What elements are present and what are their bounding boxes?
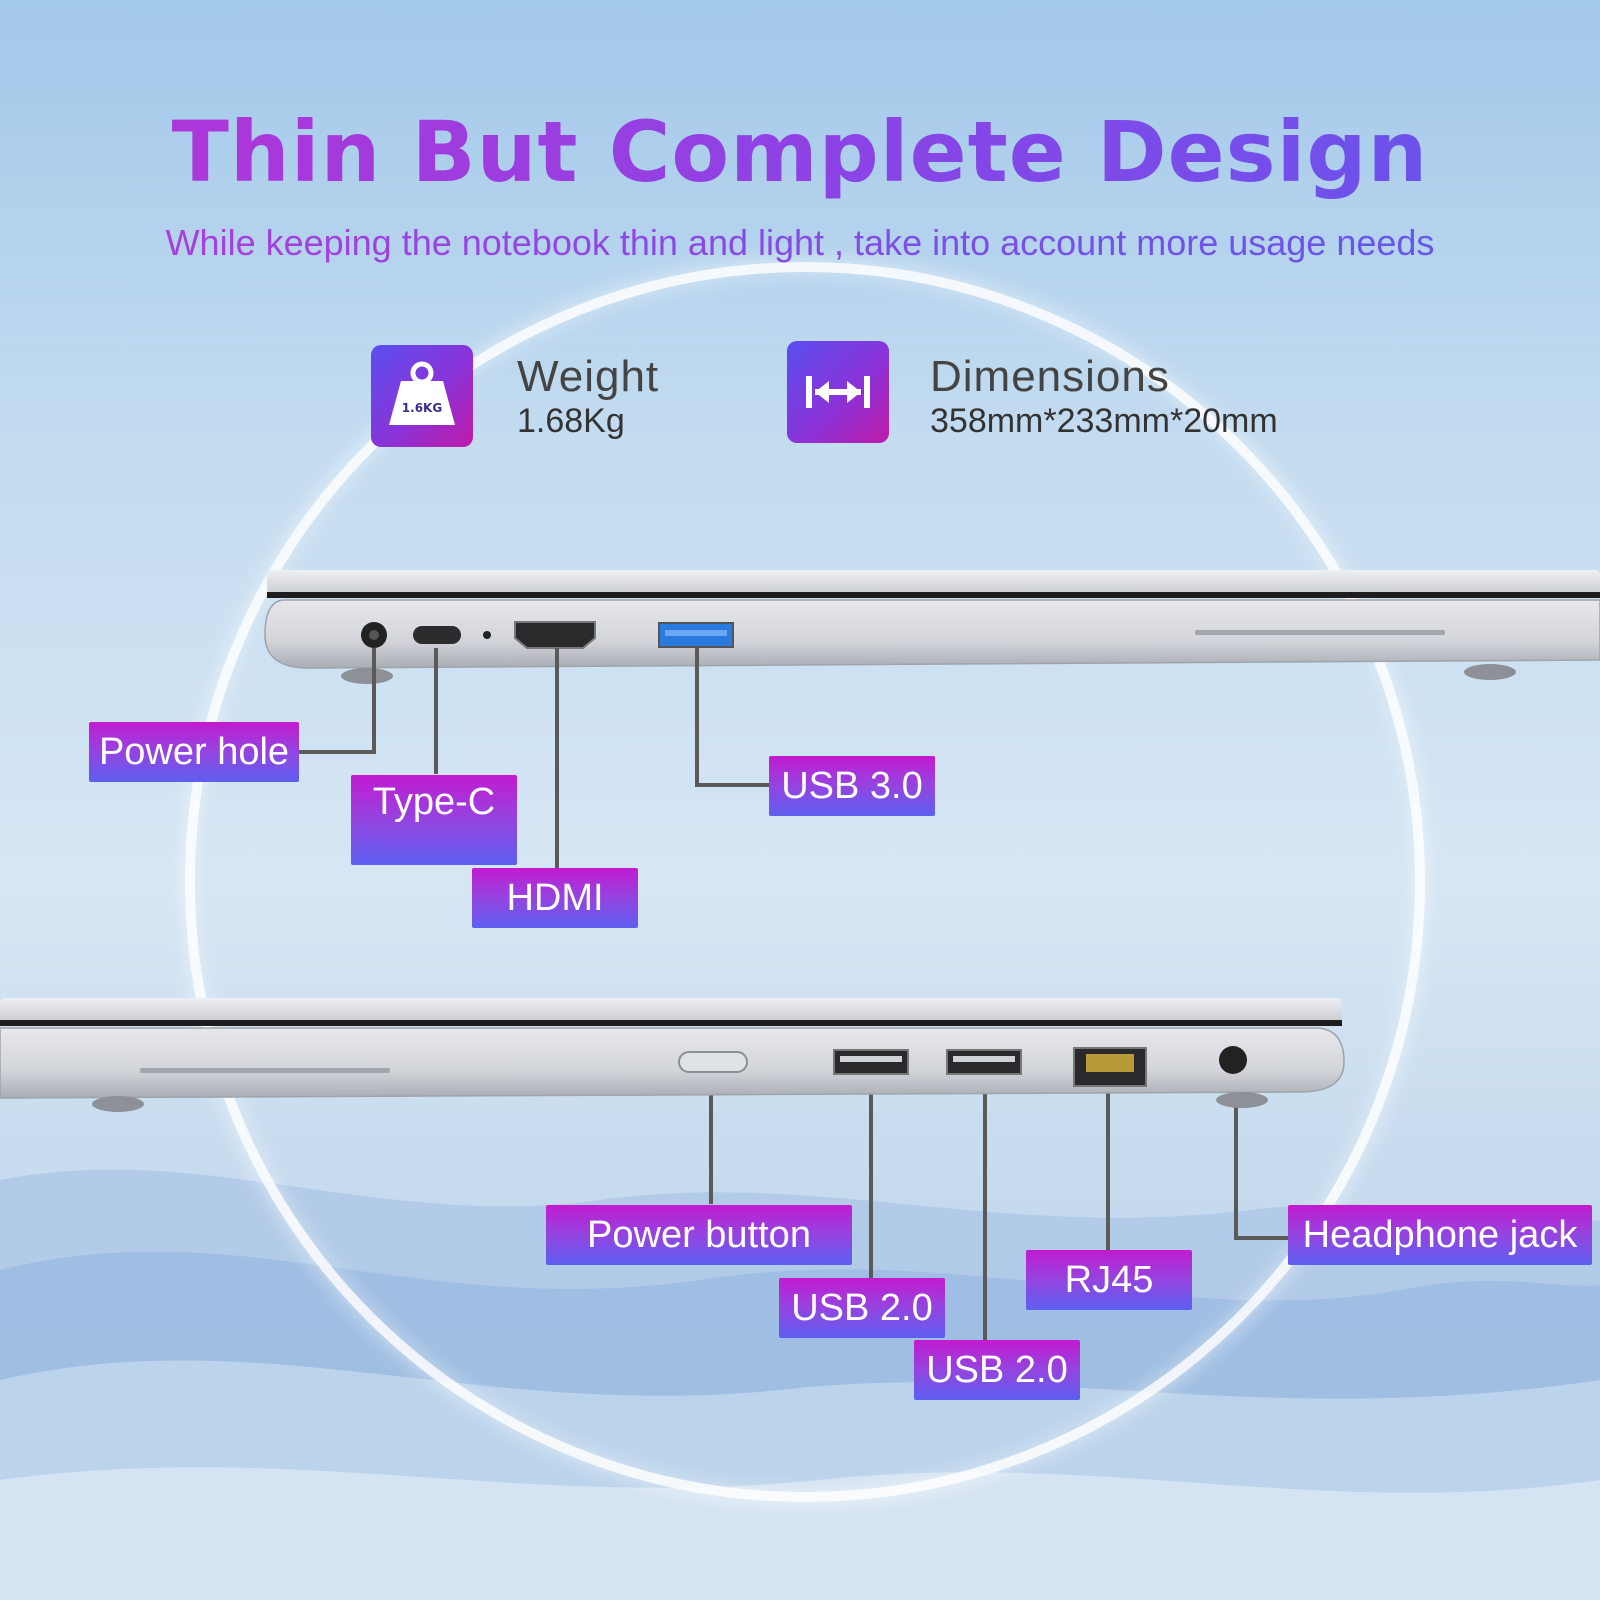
dimensions-label: Dimensions: [930, 352, 1170, 401]
label-usb2-b: USB 2.0: [914, 1340, 1080, 1400]
label-type-c: Type-C: [351, 775, 517, 865]
label-power-button: Power button: [546, 1205, 852, 1265]
weight-icon-text: 1.6KG: [402, 401, 442, 415]
power-button-slot: [678, 1051, 748, 1073]
weight-value: 1.68Kg: [517, 402, 625, 440]
type-c-port: [413, 626, 461, 644]
weight-icon: 1.6KG: [371, 345, 473, 447]
label-usb3: USB 3.0: [769, 756, 935, 816]
label-hdmi: HDMI: [472, 868, 638, 928]
laptop-left-side: [264, 570, 1600, 684]
dimensions-value: 358mm*233mm*20mm: [930, 402, 1278, 440]
label-rj45: RJ45: [1026, 1250, 1192, 1310]
headphone-jack-port: [1219, 1046, 1247, 1074]
foot: [341, 668, 393, 684]
hdmi-port: [514, 621, 596, 649]
label-power-hole: Power hole: [89, 722, 299, 782]
laptop-right-side: [0, 998, 1345, 1112]
label-headphone-jack: Headphone jack: [1288, 1205, 1592, 1265]
page-subtitle: While keeping the notebook thin and ligh…: [0, 222, 1600, 264]
led-dot: [483, 631, 491, 639]
label-usb2-a: USB 2.0: [779, 1278, 945, 1338]
weight-label: Weight: [517, 352, 660, 401]
page-title: Thin But Complete Design: [0, 103, 1600, 201]
arrows-horizontal-icon: [787, 341, 889, 443]
decorative-ring: [185, 262, 1425, 1502]
